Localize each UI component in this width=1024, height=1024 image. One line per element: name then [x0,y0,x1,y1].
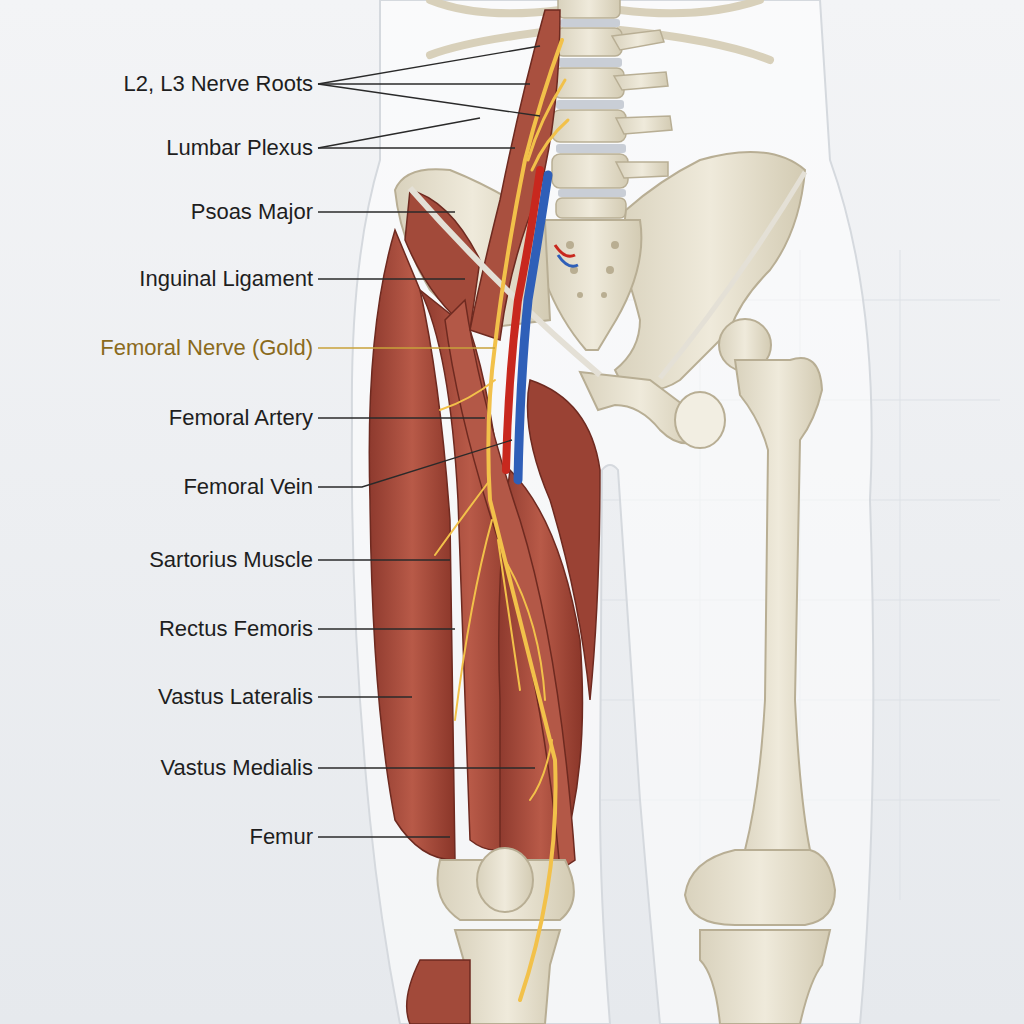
inguinal-ligament [660,172,805,378]
part-label: Inguinal Ligament [139,266,313,292]
iliac-branch [555,245,575,256]
obturator [675,392,725,448]
femoral-nerve [435,40,568,1000]
femoral-artery [506,170,540,470]
leader-line [318,347,495,349]
sacrum [545,220,641,350]
discs [556,19,626,197]
spine [552,0,672,218]
part-label: Vastus Lateralis [158,684,313,710]
leader-lines [318,46,540,837]
femur-bone [685,319,835,1024]
part-label: Sartorius Muscle [149,547,313,573]
sacral-foramina [566,241,619,298]
part-label: Femoral Artery [169,405,313,431]
calf-muscle [407,960,470,1024]
part-label: Femoral Vein [183,474,313,500]
part-label: Lumbar Plexus [166,135,313,161]
part-label: Rectus Femoris [159,616,313,642]
part-label: Vastus Medialis [161,755,313,781]
part-label: Femoral Nerve (Gold) [100,335,313,361]
part-label: L2, L3 Nerve Roots [123,71,313,97]
body-silhouette [352,0,874,1024]
iliac-branch [558,255,578,266]
part-label: Femur [249,824,313,850]
part-label: Psoas Major [191,199,313,225]
pelvis-bone [615,152,805,390]
